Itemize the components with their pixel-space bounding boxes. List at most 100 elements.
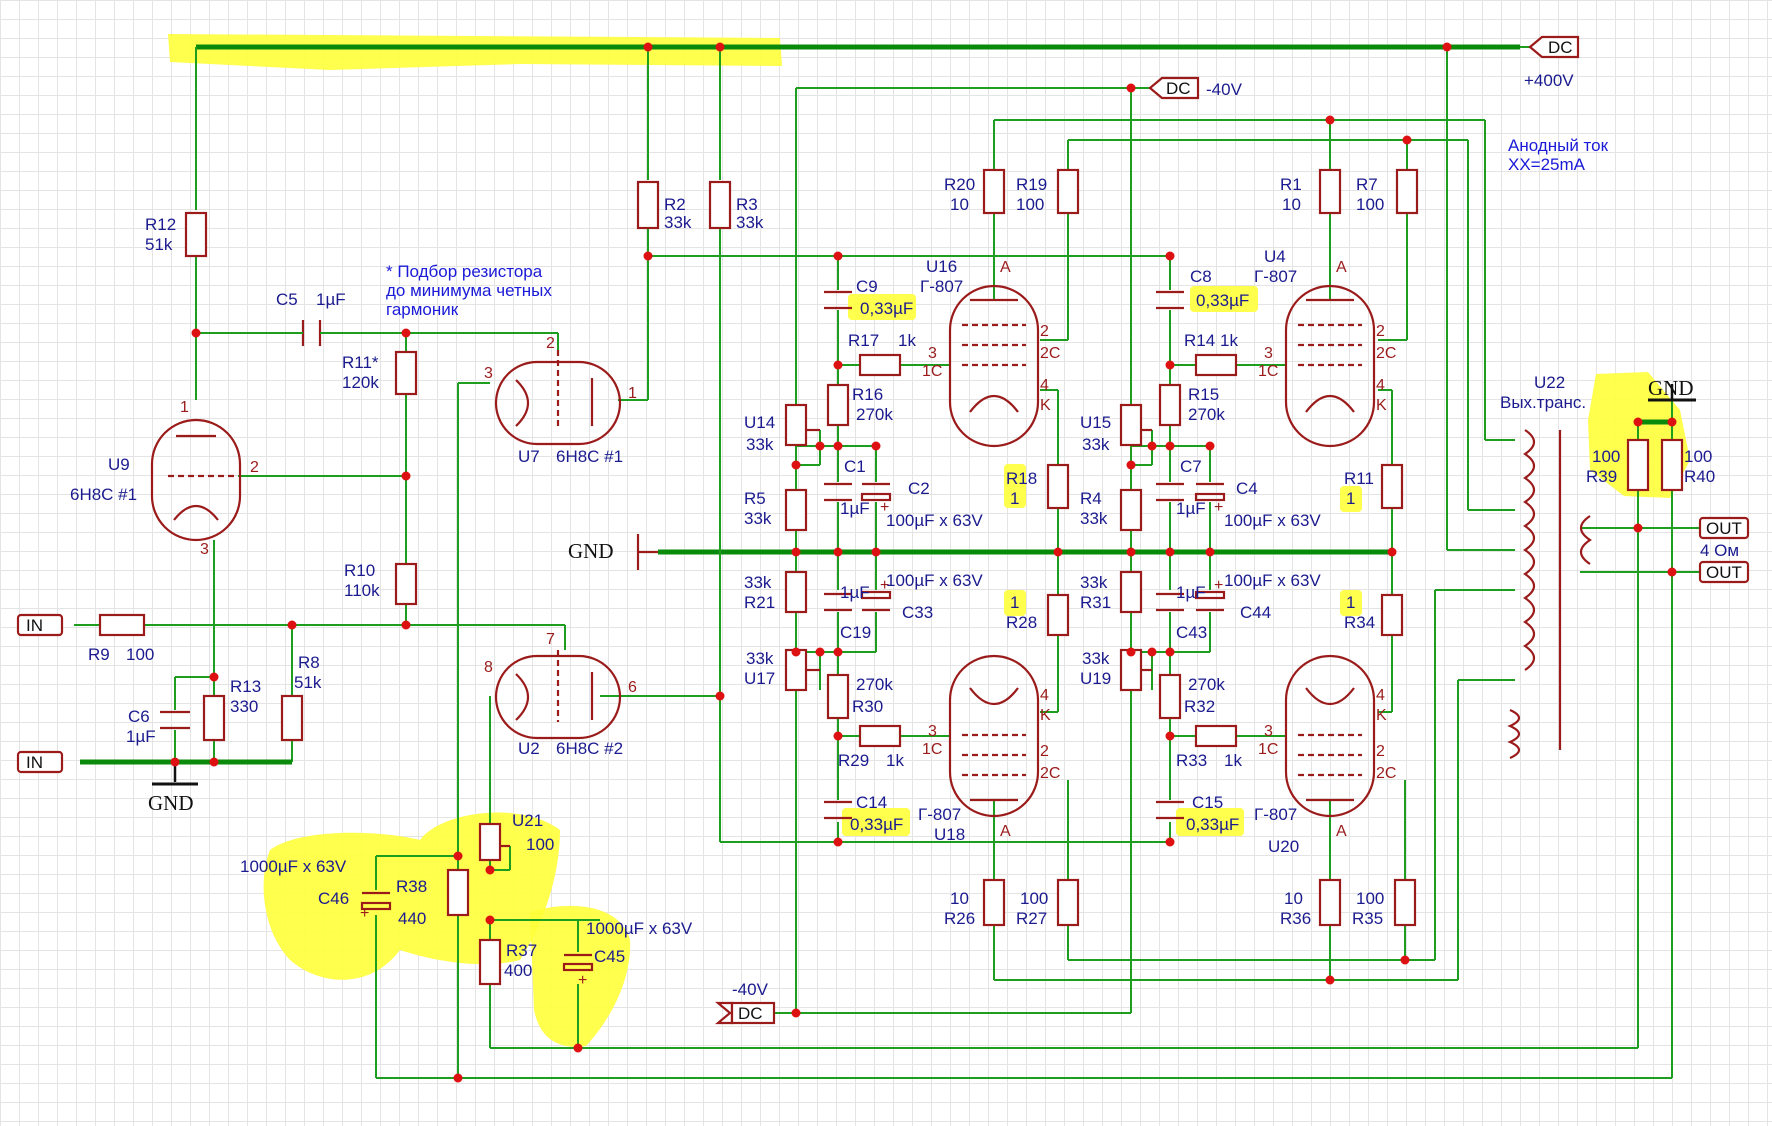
resistor-r28[interactable] [1046,593,1070,637]
capacitor-c6[interactable] [160,710,190,730]
resistor-r30[interactable] [826,673,850,720]
out-port-1[interactable]: OUT [1698,516,1750,540]
label-r35-ref: R35 [1352,909,1383,928]
resistor-r15[interactable] [1158,383,1182,427]
resistor-r17[interactable] [858,353,902,377]
capacitor-c15[interactable] [1156,800,1184,820]
resistor-r13[interactable] [202,694,226,742]
tube-u20[interactable] [1284,654,1376,818]
capacitor-c14[interactable] [824,800,852,820]
resistor-r21[interactable] [784,570,808,614]
capacitor-c9[interactable] [824,290,852,310]
resistor-r16[interactable] [826,383,850,427]
dc-port-40v-bottom-label: DC [738,1004,763,1023]
resistor-r11[interactable] [394,350,418,396]
resistor-r7[interactable] [1395,168,1419,215]
resistor-r12[interactable] [184,211,208,258]
resistor-r38[interactable] [446,868,470,917]
dc-port-40v-top[interactable]: DC -40V [1148,76,1243,100]
resistor-r32[interactable] [1158,673,1182,720]
in-port-1[interactable]: IN [16,613,64,637]
capacitor-c44[interactable]: + [1194,577,1226,612]
label-u7-ref: U7 [518,447,540,466]
in-port-2[interactable]: IN [16,750,64,774]
highlight-c15 [1176,808,1244,836]
capacitor-c46[interactable]: + [360,891,392,922]
resistor-r3[interactable] [708,180,732,230]
label-u7-val: 6Н8С #1 [556,447,623,466]
resistor-r5[interactable] [784,488,808,532]
in-port-1-label: IN [26,616,43,635]
resistor-r36[interactable] [1318,878,1342,927]
note-harmonic-1: * Подбор резистора [386,262,543,281]
svg-text:+: + [360,905,369,922]
svg-text:+: + [1214,577,1223,594]
resistor-r4[interactable] [1119,488,1143,532]
tube-u16[interactable] [948,284,1040,448]
resistor-r19[interactable] [1056,168,1080,215]
label-r18-ref: R18 [1006,469,1037,488]
label-c19-ref: C19 [840,623,871,642]
label-r16-ref: R16 [852,385,883,404]
resistor-r29[interactable] [858,724,902,748]
dc-port-400v[interactable]: DC +400V [1524,35,1580,90]
resistor-r40[interactable] [1660,438,1684,492]
trimmer-u14[interactable] [784,403,808,447]
resistor-r31[interactable] [1119,570,1143,614]
out-port-2[interactable]: OUT [1698,560,1750,584]
label-c43-val: 1µF [1176,583,1206,602]
label-r37-ref: R37 [506,941,537,960]
label-r9-val: 100 [126,645,154,664]
gnd-input-label: GND [148,791,194,815]
label-r34-ref: R34 [1344,613,1375,632]
pin-u4-a: A [1336,259,1347,276]
resistor-r1[interactable] [1318,168,1342,215]
trimmer-u15[interactable] [1119,403,1143,447]
tube-u18[interactable] [948,654,1040,818]
resistor-r8[interactable] [280,694,304,742]
capacitor-c8[interactable] [1156,290,1184,310]
resistor-r14[interactable] [1194,353,1238,377]
resistor-r26[interactable] [982,878,1006,927]
resistor-r33[interactable] [1194,724,1238,748]
label-r4-val: 33k [1080,509,1108,528]
pin-u18-1c: 1C [922,741,942,758]
capacitor-c43[interactable] [1156,592,1184,612]
label-r11-val: 120k [342,373,379,392]
highlight-r34 [1340,590,1362,616]
resistor-r2[interactable] [636,180,660,230]
resistor-r37[interactable] [478,938,502,986]
label-c7-ref: C7 [1180,457,1202,476]
resistor-r9[interactable] [98,613,146,637]
resistor-r27[interactable] [1056,878,1080,927]
label-u17-val: 33k [746,649,774,668]
dc-port-40v-bottom[interactable]: DC -40V [714,980,776,1025]
resistor-r39[interactable] [1626,438,1650,492]
pin-u16-3: 3 [928,345,937,362]
label-c14-val: 0,33µF [850,815,903,834]
label-r2-ref: R2 [664,195,686,214]
capacitor-c19[interactable] [824,592,852,612]
resistor-r10[interactable] [394,562,418,606]
pin-u18-2: 2 [1040,743,1049,760]
tube-u2[interactable] [494,650,622,740]
capacitor-c5[interactable] [300,320,325,346]
resistor-r34[interactable] [1380,593,1404,637]
tube-u9[interactable] [150,418,242,542]
capacitor-c1[interactable] [824,482,852,502]
capacitor-c45[interactable]: + [562,953,594,989]
pin-labels: 1 2 3 2 3 1 7 8 6 A 2 2C 3 1C 4 K A 2 2C… [180,259,1396,840]
resistor-r20[interactable] [982,168,1006,215]
capacitor-c33[interactable]: + [860,577,892,612]
capacitor-c7[interactable] [1156,482,1184,502]
output-transformer[interactable] [1507,429,1592,760]
capacitor-c2[interactable]: + [860,482,892,516]
pin-u18-2c: 2C [1040,765,1060,782]
capacitor-c4[interactable]: + [1194,482,1226,516]
tube-u4[interactable] [1284,284,1376,448]
trimmer-u21[interactable] [478,822,502,862]
resistor-r35[interactable] [1393,878,1417,927]
resistor-r18[interactable] [1046,463,1070,510]
tube-u7[interactable] [494,350,622,446]
resistor-r11b[interactable] [1380,463,1404,510]
